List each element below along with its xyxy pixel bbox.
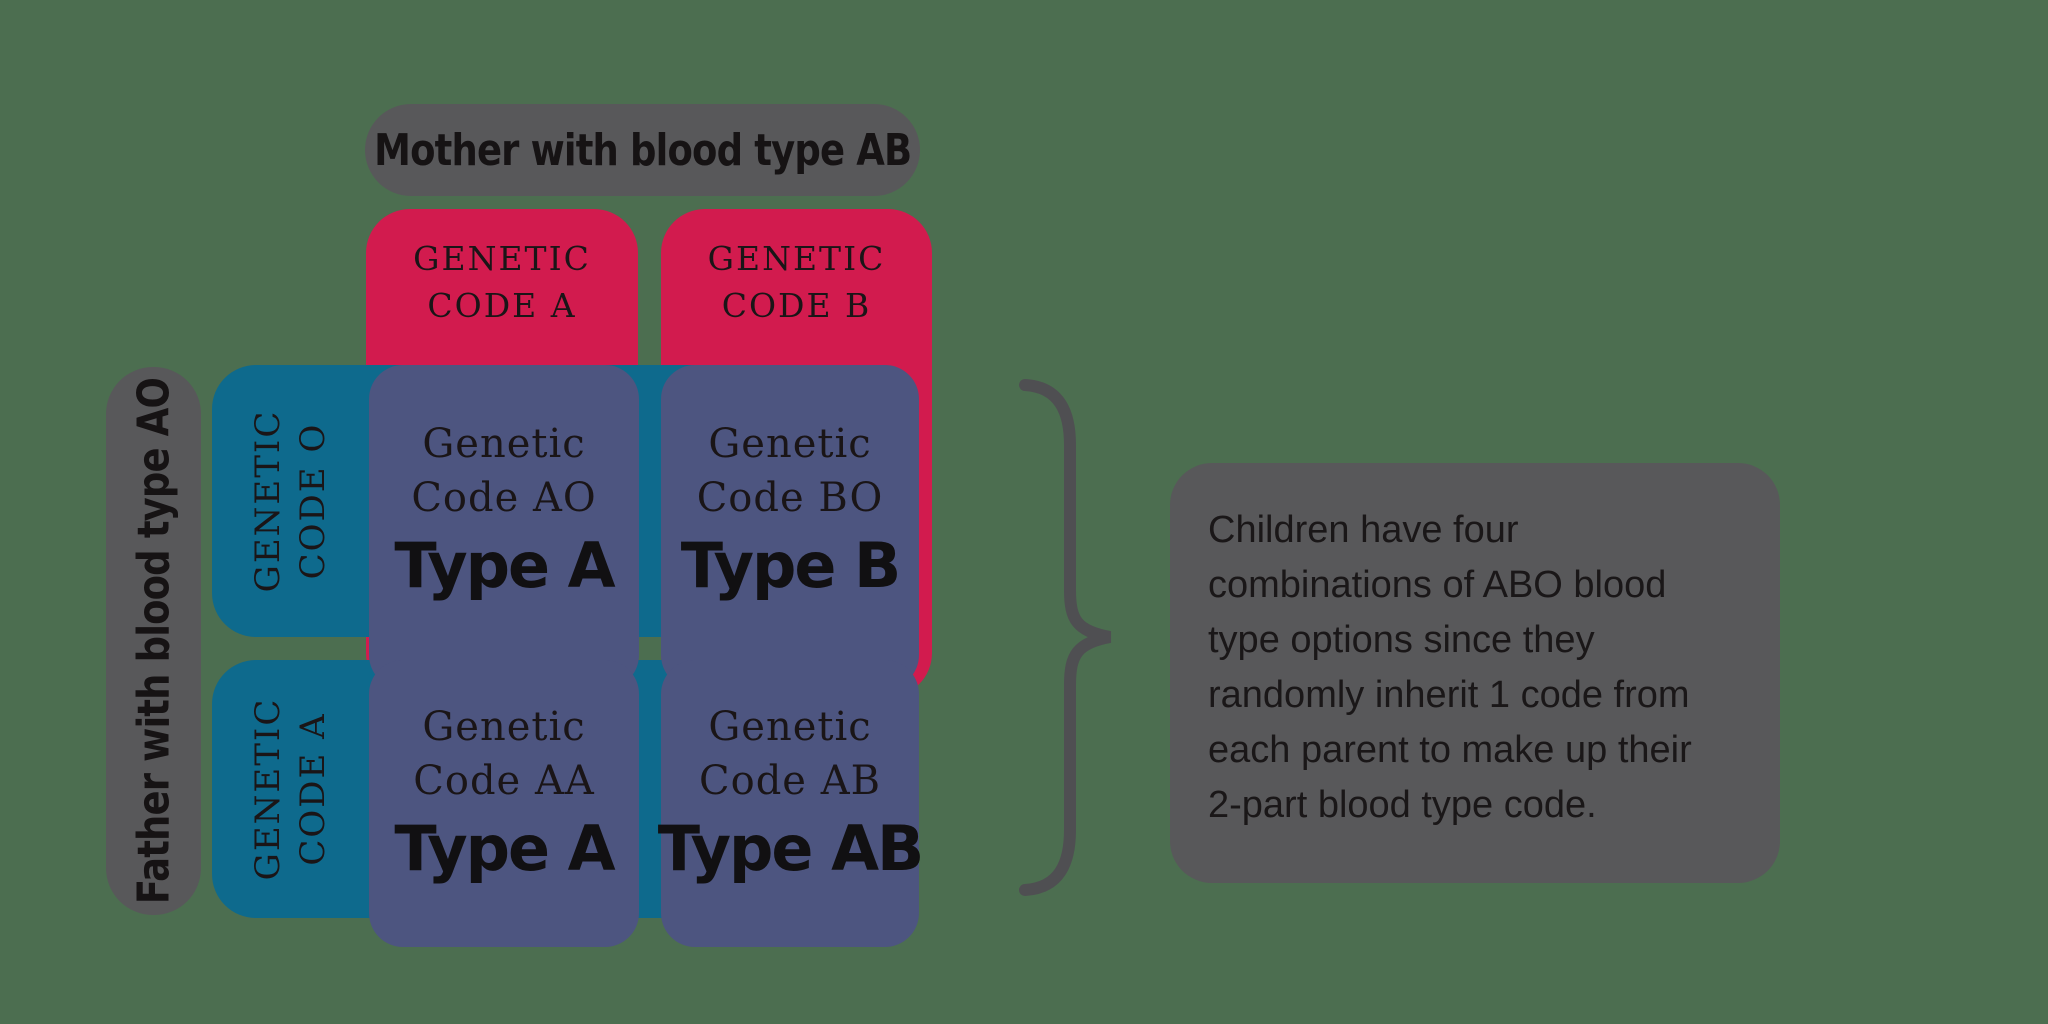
- note-line-1: Children have four: [1208, 509, 1519, 551]
- cell-ao-blood-type: Type A: [394, 529, 615, 602]
- cell-bo-code-line2: Code BO: [696, 475, 884, 521]
- cell-ab-blood-type: Type AB: [657, 812, 925, 885]
- note-line-3: type options since they: [1208, 619, 1595, 661]
- mother-code-a-label: GENETIC CODE A: [366, 209, 638, 329]
- mother-code-b-label: GENETIC CODE B: [661, 209, 932, 329]
- father-code-o-line1: GENETIC: [247, 409, 288, 593]
- note-line-5: each parent to make up their: [1208, 729, 1692, 771]
- father-pill: Father with blood type AO: [106, 367, 201, 915]
- father-code-o-label: GENETIC CODE O: [212, 365, 369, 637]
- father-code-o-line2: CODE O: [292, 422, 333, 580]
- mother-code-b-line2: CODE B: [721, 286, 872, 325]
- father-pill-label: Father with blood type AO: [128, 377, 179, 905]
- cell-genetic-code-ab: Genetic Code AB Type AB: [658, 660, 924, 947]
- cell-bo-code-line1: Genetic: [708, 421, 872, 467]
- cell-ao-code-line2: Code AO: [411, 475, 597, 521]
- cell-aa-code-line2: Code AA: [413, 758, 595, 804]
- note-line-2: combinations of ABO blood: [1208, 564, 1667, 606]
- cell-aa-code-line1: Genetic: [422, 704, 586, 750]
- cell-genetic-code-bo: Genetic Code BO Type B: [661, 365, 919, 689]
- mother-code-a-line2: CODE A: [427, 286, 577, 325]
- curly-brace-icon: [1005, 375, 1125, 900]
- cell-genetic-code-ao: Genetic Code AO Type A: [369, 365, 639, 689]
- note-line-6: 2-part blood type code.: [1208, 784, 1597, 826]
- mother-code-b-line1: GENETIC: [707, 239, 886, 278]
- cell-aa-blood-type: Type A: [394, 812, 615, 885]
- father-code-a-line2: CODE A: [292, 712, 333, 866]
- note-line-4: randomly inherit 1 code from: [1208, 674, 1690, 716]
- cell-ab-code-line2: Code AB: [699, 758, 881, 804]
- cell-ab-code-line1: Genetic: [708, 704, 872, 750]
- father-code-a-label: GENETIC CODE A: [212, 660, 369, 918]
- mother-pill: Mother with blood type AB: [365, 104, 920, 196]
- father-code-a-line1: GENETIC: [247, 697, 288, 881]
- explanation-note: Children have four combinations of ABO b…: [1170, 463, 1780, 883]
- cell-ao-code-line1: Genetic: [422, 421, 586, 467]
- cell-bo-blood-type: Type B: [680, 529, 902, 602]
- mother-pill-label: Mother with blood type AB: [373, 124, 912, 176]
- cell-genetic-code-aa: Genetic Code AA Type A: [369, 660, 639, 947]
- mother-code-a-line1: GENETIC: [413, 239, 591, 278]
